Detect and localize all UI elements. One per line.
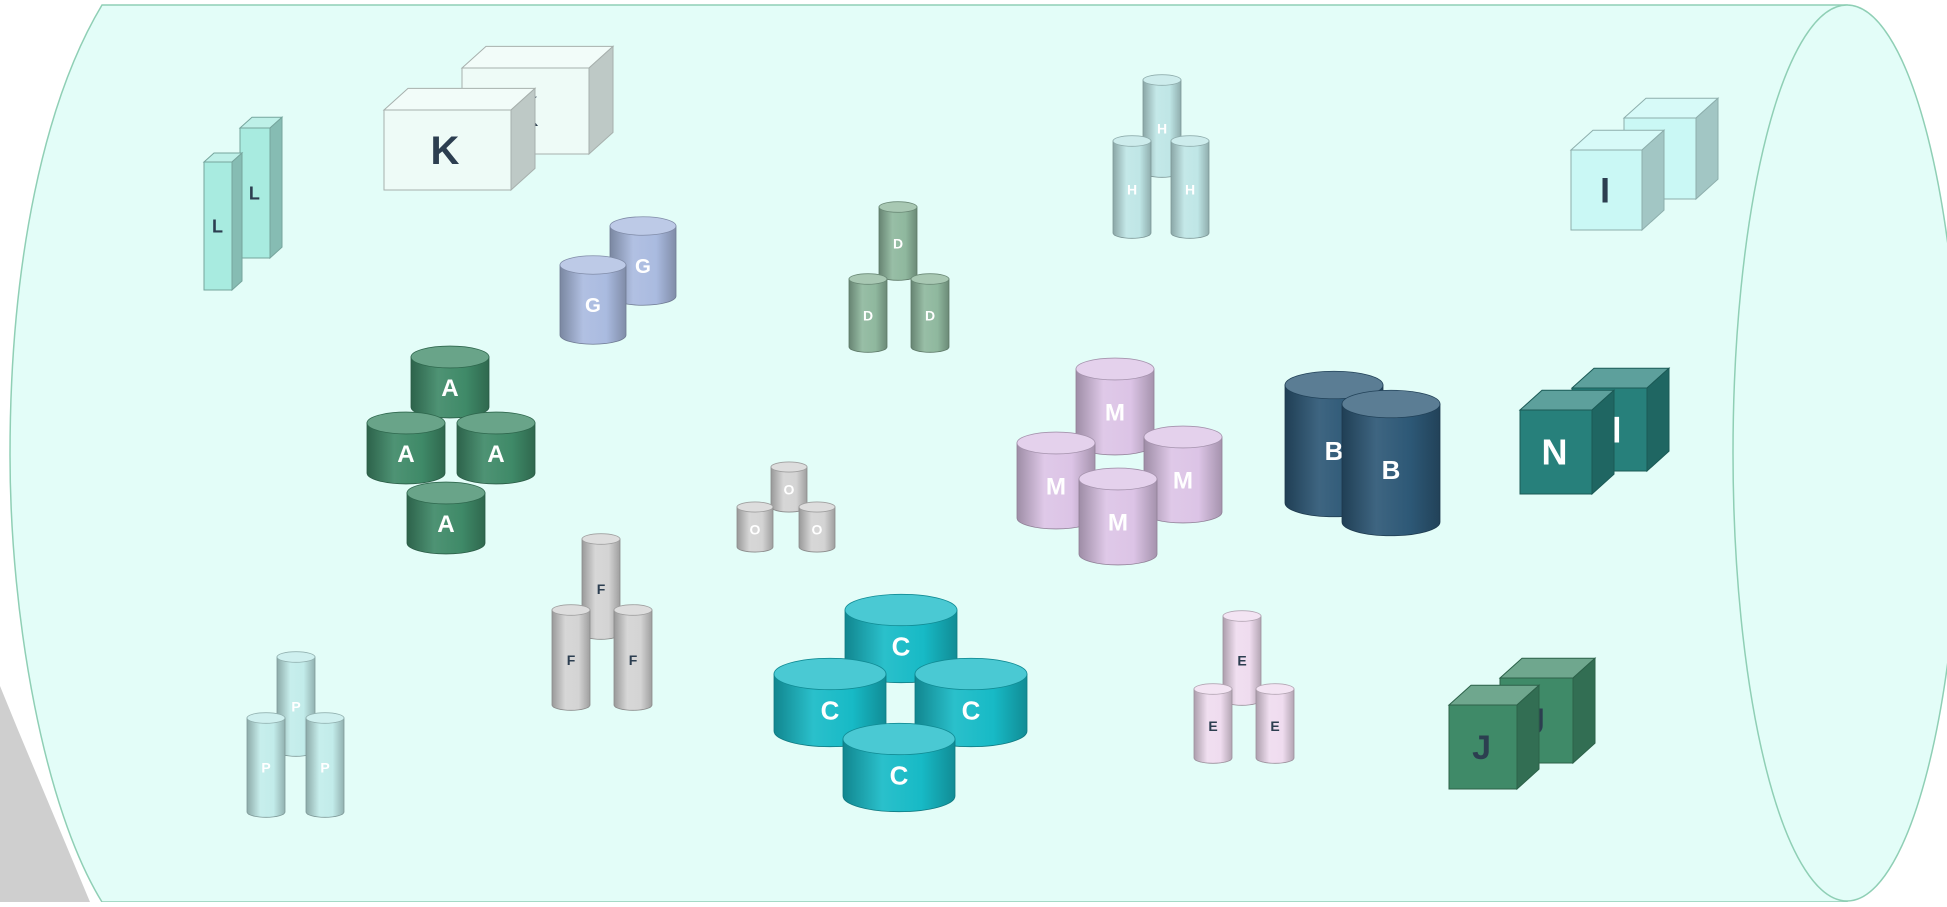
- label-d: D: [925, 308, 935, 324]
- label-e: E: [1237, 653, 1246, 669]
- cylinder-g-1: G: [560, 256, 626, 344]
- cylinder-a-4: A: [407, 482, 485, 554]
- label-o: O: [812, 521, 823, 537]
- cylinder-f-3: F: [614, 605, 652, 711]
- container-cylinder-end: [1733, 5, 1947, 901]
- label-m: M: [1108, 509, 1128, 536]
- label-k: K: [431, 129, 460, 173]
- label-h: H: [1157, 121, 1167, 137]
- cylinder-f-2: F: [552, 605, 590, 711]
- label-c: C: [890, 760, 909, 790]
- label-o: O: [784, 481, 795, 497]
- label-p: P: [261, 760, 270, 776]
- cylinder-h-2: H: [1113, 136, 1151, 239]
- cylinder-a-1: A: [411, 346, 489, 418]
- cylinder-p-3: P: [306, 713, 344, 818]
- label-p: P: [320, 760, 329, 776]
- label-l: L: [212, 216, 223, 236]
- label-d: D: [893, 236, 903, 252]
- label-d: D: [863, 308, 873, 324]
- label-a: A: [437, 511, 454, 538]
- cube-i-1: I: [1571, 130, 1664, 230]
- cylinder-a-3: A: [457, 412, 535, 484]
- label-f: F: [629, 652, 638, 668]
- label-a: A: [487, 441, 504, 468]
- cylinder-a-2: A: [367, 412, 445, 484]
- label-j: J: [1472, 729, 1491, 767]
- cylinder-o-2: O: [737, 502, 773, 552]
- label-n: N: [1542, 432, 1568, 473]
- cylinder-m-4: M: [1079, 468, 1157, 565]
- label-c: C: [821, 695, 840, 725]
- label-g: G: [585, 294, 601, 317]
- label-e: E: [1208, 718, 1217, 734]
- cube-l-2: L: [240, 117, 282, 258]
- label-c: C: [892, 631, 911, 661]
- cylinder-c-4: C: [843, 723, 955, 811]
- label-b: B: [1325, 436, 1344, 466]
- label-m: M: [1105, 399, 1125, 426]
- cylinder-p-2: P: [247, 713, 285, 818]
- label-g: G: [635, 255, 651, 278]
- cylinder-o-3: O: [799, 502, 835, 552]
- label-h: H: [1185, 182, 1195, 198]
- label-i: I: [1600, 170, 1610, 210]
- label-a: A: [397, 441, 414, 468]
- label-l: L: [249, 183, 260, 203]
- cylinder-d-1: D: [879, 202, 917, 281]
- cylinder-d-2: D: [849, 274, 887, 353]
- cylinder-b-2: B: [1342, 390, 1440, 535]
- label-e: E: [1270, 718, 1279, 734]
- cube-k-1: K: [384, 88, 535, 190]
- cube-n-1: N: [1520, 390, 1614, 494]
- label-p: P: [291, 699, 300, 715]
- cube-l-1: L: [204, 153, 242, 290]
- label-c: C: [962, 695, 981, 725]
- label-f: F: [597, 581, 606, 597]
- cylinder-e-2: E: [1194, 684, 1232, 764]
- cube-j-1: J: [1449, 685, 1539, 789]
- label-m: M: [1173, 467, 1193, 494]
- label-o: O: [750, 521, 761, 537]
- cylinder-d-3: D: [911, 274, 949, 353]
- label-h: H: [1127, 182, 1137, 198]
- label-b: B: [1382, 455, 1401, 485]
- label-m: M: [1046, 473, 1066, 500]
- label-f: F: [567, 652, 576, 668]
- cylinder-h-3: H: [1171, 136, 1209, 239]
- cylinder-e-3: E: [1256, 684, 1294, 764]
- label-a: A: [441, 375, 458, 402]
